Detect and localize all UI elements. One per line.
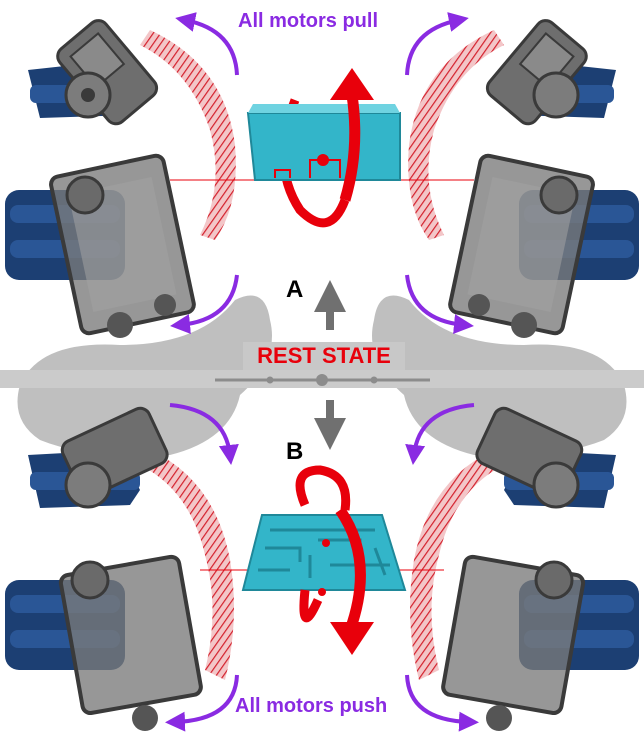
motor-bottom-right-lower (441, 554, 639, 731)
rotation-arrow-up-icon (339, 94, 361, 202)
motor-bottom-left-lower (5, 554, 203, 731)
string-bundle-top-right (408, 30, 504, 240)
rest-hub (215, 374, 430, 386)
rest-state-label: REST STATE (243, 342, 405, 370)
top-caption: All motors pull (238, 10, 378, 32)
rotation-arrow-down-icon (335, 506, 366, 632)
motor-bottom-left-upper (28, 406, 169, 509)
top-board (170, 68, 474, 228)
string-bundle-bottom-left (140, 450, 234, 680)
curved-arrow-icon (165, 12, 479, 732)
bottom-caption: All motors push (235, 695, 388, 717)
bottom-board (200, 465, 444, 655)
maze-board-icon (241, 514, 407, 591)
motor-top-right-upper (485, 19, 616, 126)
motor-top-right-lower (448, 153, 639, 338)
string-bundle-bottom-right (410, 450, 504, 680)
string-bundle-top-left (140, 30, 236, 240)
state-a-label: A (286, 276, 304, 303)
motor-top-left-lower (5, 153, 196, 338)
state-b-label: B (286, 438, 304, 465)
motor-top-left-upper (28, 19, 159, 126)
motor-bottom-right-upper (475, 406, 616, 509)
